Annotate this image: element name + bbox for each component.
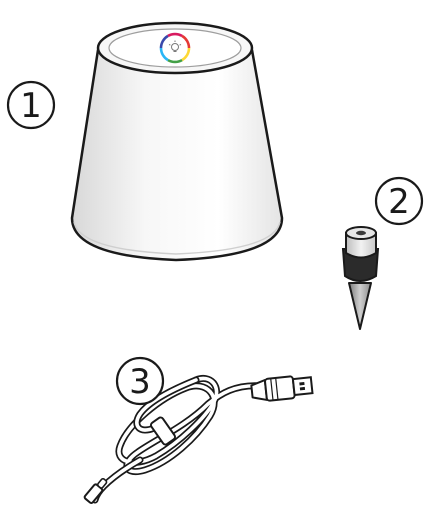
- spike-socket: [356, 231, 366, 235]
- usb-a-plug: [251, 374, 313, 402]
- lamp-body: [72, 23, 282, 260]
- callout-2: 2: [376, 178, 422, 224]
- ground-spike: [343, 227, 378, 329]
- callout-number: 1: [20, 86, 42, 126]
- spike-tip: [349, 283, 371, 329]
- callout-1: 1: [8, 82, 54, 128]
- callout-number: 2: [388, 182, 410, 222]
- callout-3: 3: [117, 358, 163, 404]
- lamp-shade: [72, 50, 282, 260]
- usb-cable: [84, 374, 313, 504]
- cable-coil: [95, 378, 262, 500]
- touch-control-ring: [159, 32, 191, 64]
- callout-number: 3: [129, 362, 151, 402]
